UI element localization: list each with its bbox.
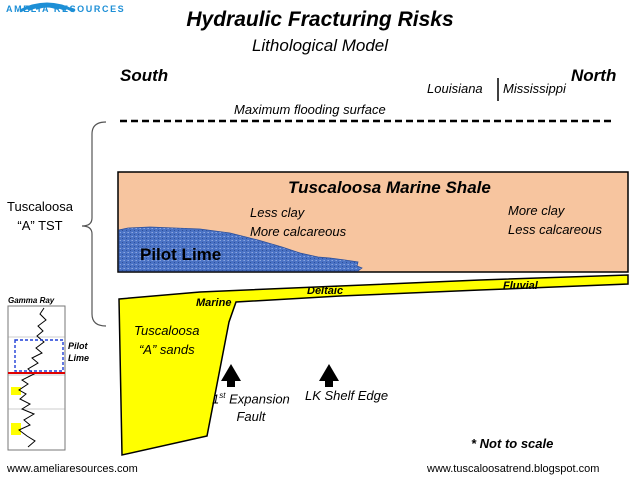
sands-label-line1: Tuscaloosa xyxy=(134,323,200,338)
sand-body xyxy=(118,274,629,456)
gamma-pilot-line1: Pilot xyxy=(68,341,88,351)
fault-label-ordinal-suffix: st xyxy=(219,391,226,400)
fault-arrow-icon xyxy=(221,364,241,387)
shelf-edge-label: LK Shelf Edge xyxy=(305,388,389,403)
shale-title: Tuscaloosa Marine Shale xyxy=(288,178,491,197)
not-to-scale-note: * Not to scale xyxy=(471,436,554,451)
footer-left-link[interactable]: www.ameliaresources.com xyxy=(7,463,138,475)
fault-label-line2: Fault xyxy=(236,409,266,425)
shale-note-left-line2: More calcareous xyxy=(250,224,347,239)
pilot-lime-label: Pilot Lime xyxy=(140,245,222,264)
footer-right-link[interactable]: www.tuscaloosatrend.blogspot.com xyxy=(427,463,600,475)
unit-label: Tuscaloosa “A” TST xyxy=(5,197,75,235)
facies-marine: Marine xyxy=(196,297,232,309)
shale-note-left: Less clay More calcareous xyxy=(250,203,346,241)
gamma-ray-title: Gamma Ray xyxy=(8,296,55,305)
shelf-arrow-icon xyxy=(319,364,339,387)
shale-note-right-line1: More clay xyxy=(508,203,565,218)
page-title: Hydraulic Fracturing Risks xyxy=(186,8,454,31)
logo-text: AMELIA RESOURCES xyxy=(6,4,126,14)
logo-icon xyxy=(19,2,75,13)
shale-note-left-line1: Less clay xyxy=(250,205,305,220)
state-mississippi: Mississippi xyxy=(503,81,566,96)
direction-north: North xyxy=(571,66,617,85)
facies-fluvial: Fluvial xyxy=(503,280,538,292)
unit-brace xyxy=(81,121,107,327)
fault-label-ordinal: 1 xyxy=(212,391,220,407)
fault-label-word: Expansion xyxy=(225,391,290,407)
pilot-lime-body xyxy=(118,226,363,272)
shale-note-right: More clay Less calcareous xyxy=(508,201,602,239)
gamma-pilot-line2: Lime xyxy=(68,353,90,363)
fault-label: 1st Expansion Fault xyxy=(212,387,290,426)
direction-south: South xyxy=(120,66,169,85)
sands-label: Tuscaloosa “A” sands xyxy=(134,321,200,359)
unit-label-line2: “A” TST xyxy=(17,218,63,233)
facies-deltaic: Deltaic xyxy=(307,285,344,297)
flooding-surface-label: Maximum flooding surface xyxy=(234,102,386,117)
shale-note-right-line2: Less calcareous xyxy=(508,222,602,237)
fault-label-line1: 1st Expansion xyxy=(212,387,290,408)
gamma-pilot-lime-label: Pilot Lime xyxy=(68,340,89,364)
gamma-ray-log xyxy=(7,305,66,451)
sands-label-line2: “A” sands xyxy=(138,342,195,357)
page-subtitle: Lithological Model xyxy=(251,36,389,55)
unit-label-line1: Tuscaloosa xyxy=(7,199,73,214)
state-louisiana: Louisiana xyxy=(427,81,483,96)
